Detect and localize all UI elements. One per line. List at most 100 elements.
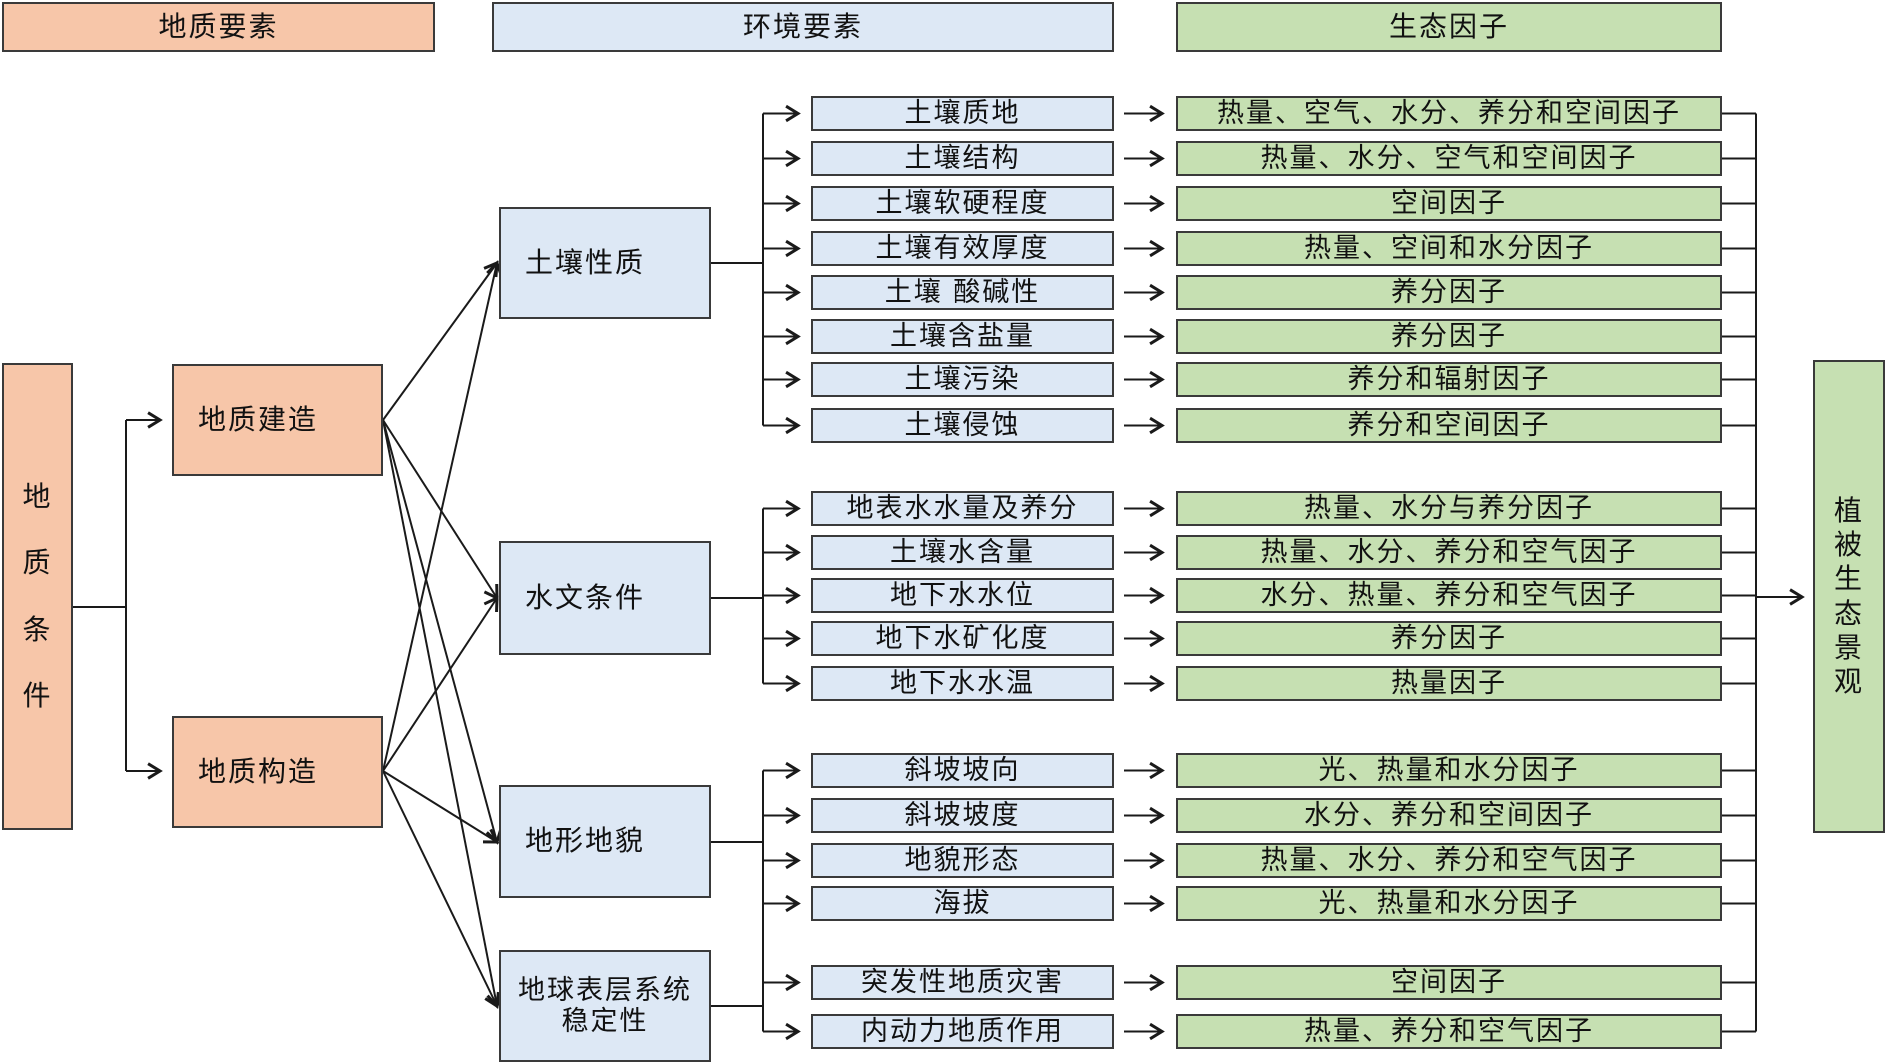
arrowhead <box>785 761 801 780</box>
arrowhead <box>785 973 801 992</box>
env-item: 地貌形态 <box>811 843 1114 878</box>
arrowhead <box>1149 1022 1165 1041</box>
eco-factor: 热量、空气、水分、养分和空间因子 <box>1176 96 1722 131</box>
arrowhead <box>785 629 801 648</box>
arrowhead <box>785 851 801 870</box>
arrowhead <box>1149 416 1165 435</box>
arrowhead <box>785 370 801 389</box>
arrowhead <box>1149 149 1165 168</box>
arrowhead <box>785 239 801 258</box>
arrowhead <box>483 595 499 613</box>
arrowhead <box>785 806 801 825</box>
arrowhead <box>147 411 163 429</box>
eco-factor: 养分因子 <box>1176 319 1722 354</box>
output-char: 态 <box>1833 596 1864 630</box>
output-char: 观 <box>1833 664 1864 698</box>
env-item: 土壤质地 <box>811 96 1114 131</box>
arrowhead <box>1149 499 1165 518</box>
eco-factor: 水分、养分和空间因子 <box>1176 798 1722 833</box>
arrowhead <box>785 104 801 123</box>
eco-factor: 水分、热量、养分和空气因子 <box>1176 578 1722 613</box>
eco-factor: 热量、水分、养分和空气因子 <box>1176 535 1722 570</box>
arrowhead <box>785 894 801 913</box>
arrowhead <box>483 583 499 601</box>
env-item: 土壤含盐量 <box>811 319 1114 354</box>
arrowhead <box>1789 588 1805 606</box>
arrowhead <box>1149 239 1165 258</box>
arrowhead <box>147 762 163 780</box>
arrowhead <box>1149 586 1165 605</box>
root-char: 件 <box>22 678 53 712</box>
env-item: 土壤有效厚度 <box>811 231 1114 266</box>
env-item: 地下水水温 <box>811 666 1114 701</box>
env-item: 地下水矿化度 <box>811 621 1114 656</box>
arrowhead <box>1149 327 1165 346</box>
arrowhead <box>1149 194 1165 213</box>
arrowhead <box>785 327 801 346</box>
root-geological-conditions: 地 质 条 件 <box>2 363 73 830</box>
arrowhead <box>1149 283 1165 302</box>
header-geology: 地质要素 <box>2 2 435 52</box>
arrowhead <box>1149 674 1165 693</box>
arrowhead <box>1149 629 1165 648</box>
root-char: 质 <box>22 546 53 580</box>
output-char: 生 <box>1833 562 1864 596</box>
arrowhead <box>785 543 801 562</box>
env-item: 斜坡坡向 <box>811 753 1114 788</box>
output-char: 植 <box>1833 493 1864 527</box>
env-item: 土壤软硬程度 <box>811 186 1114 221</box>
arrow-line <box>382 419 498 1007</box>
arrow-line <box>382 419 498 599</box>
arrow-line <box>382 597 498 772</box>
arrowhead <box>785 194 801 213</box>
eco-factor: 热量、养分和空气因子 <box>1176 1014 1722 1049</box>
arrowhead <box>1149 543 1165 562</box>
eco-factor: 空间因子 <box>1176 186 1722 221</box>
output-char: 景 <box>1833 630 1864 664</box>
env-item: 斜坡坡度 <box>811 798 1114 833</box>
arrowhead <box>785 283 801 302</box>
eco-factor: 光、热量和水分因子 <box>1176 753 1722 788</box>
category-hydrology: 水文条件 <box>499 541 711 655</box>
env-item: 土壤侵蚀 <box>811 408 1114 443</box>
arrow-line <box>382 262 498 421</box>
arrow-line <box>382 770 498 1007</box>
env-item: 土壤结构 <box>811 141 1114 176</box>
category-soil-properties: 土壤性质 <box>499 207 711 319</box>
eco-factor: 热量、水分、养分和空气因子 <box>1176 843 1722 878</box>
env-item: 地表水水量及养分 <box>811 491 1114 526</box>
arrowhead <box>1149 761 1165 780</box>
eco-factor: 空间因子 <box>1176 965 1722 1000</box>
eco-factor: 热量、水分与养分因子 <box>1176 491 1722 526</box>
arrowhead <box>785 586 801 605</box>
eco-factor: 养分和辐射因子 <box>1176 362 1722 397</box>
env-item: 土壤 酸碱性 <box>811 275 1114 310</box>
root-char: 地 <box>22 480 53 514</box>
eco-factor: 热量、空间和水分因子 <box>1176 231 1722 266</box>
env-item: 地下水水位 <box>811 578 1114 613</box>
arrowhead <box>1149 894 1165 913</box>
arrowhead <box>1149 973 1165 992</box>
eco-factor: 养分和空间因子 <box>1176 408 1722 443</box>
header-environment: 环境要素 <box>492 2 1114 52</box>
output-char: 被 <box>1833 528 1864 562</box>
category-surface-stability: 地球表层系统稳定性 <box>499 950 711 1062</box>
eco-factor: 热量、水分、空气和空间因子 <box>1176 141 1722 176</box>
arrow-line <box>382 770 498 843</box>
arrow-line <box>382 262 498 772</box>
arrowhead <box>1149 851 1165 870</box>
root-char: 条 <box>22 612 53 646</box>
eco-factor: 热量因子 <box>1176 666 1722 701</box>
arrowhead <box>1149 806 1165 825</box>
header-ecology: 生态因子 <box>1176 2 1722 52</box>
env-item: 土壤水含量 <box>811 535 1114 570</box>
geo-construction: 地质建造 <box>172 364 383 476</box>
env-item: 突发性地质灾害 <box>811 965 1114 1000</box>
env-item: 海拔 <box>811 886 1114 921</box>
geo-structure: 地质构造 <box>172 716 383 828</box>
arrowhead <box>785 1022 801 1041</box>
category-terrain: 地形地貌 <box>499 785 711 898</box>
arrowhead <box>484 991 500 1009</box>
eco-factor: 养分因子 <box>1176 621 1722 656</box>
